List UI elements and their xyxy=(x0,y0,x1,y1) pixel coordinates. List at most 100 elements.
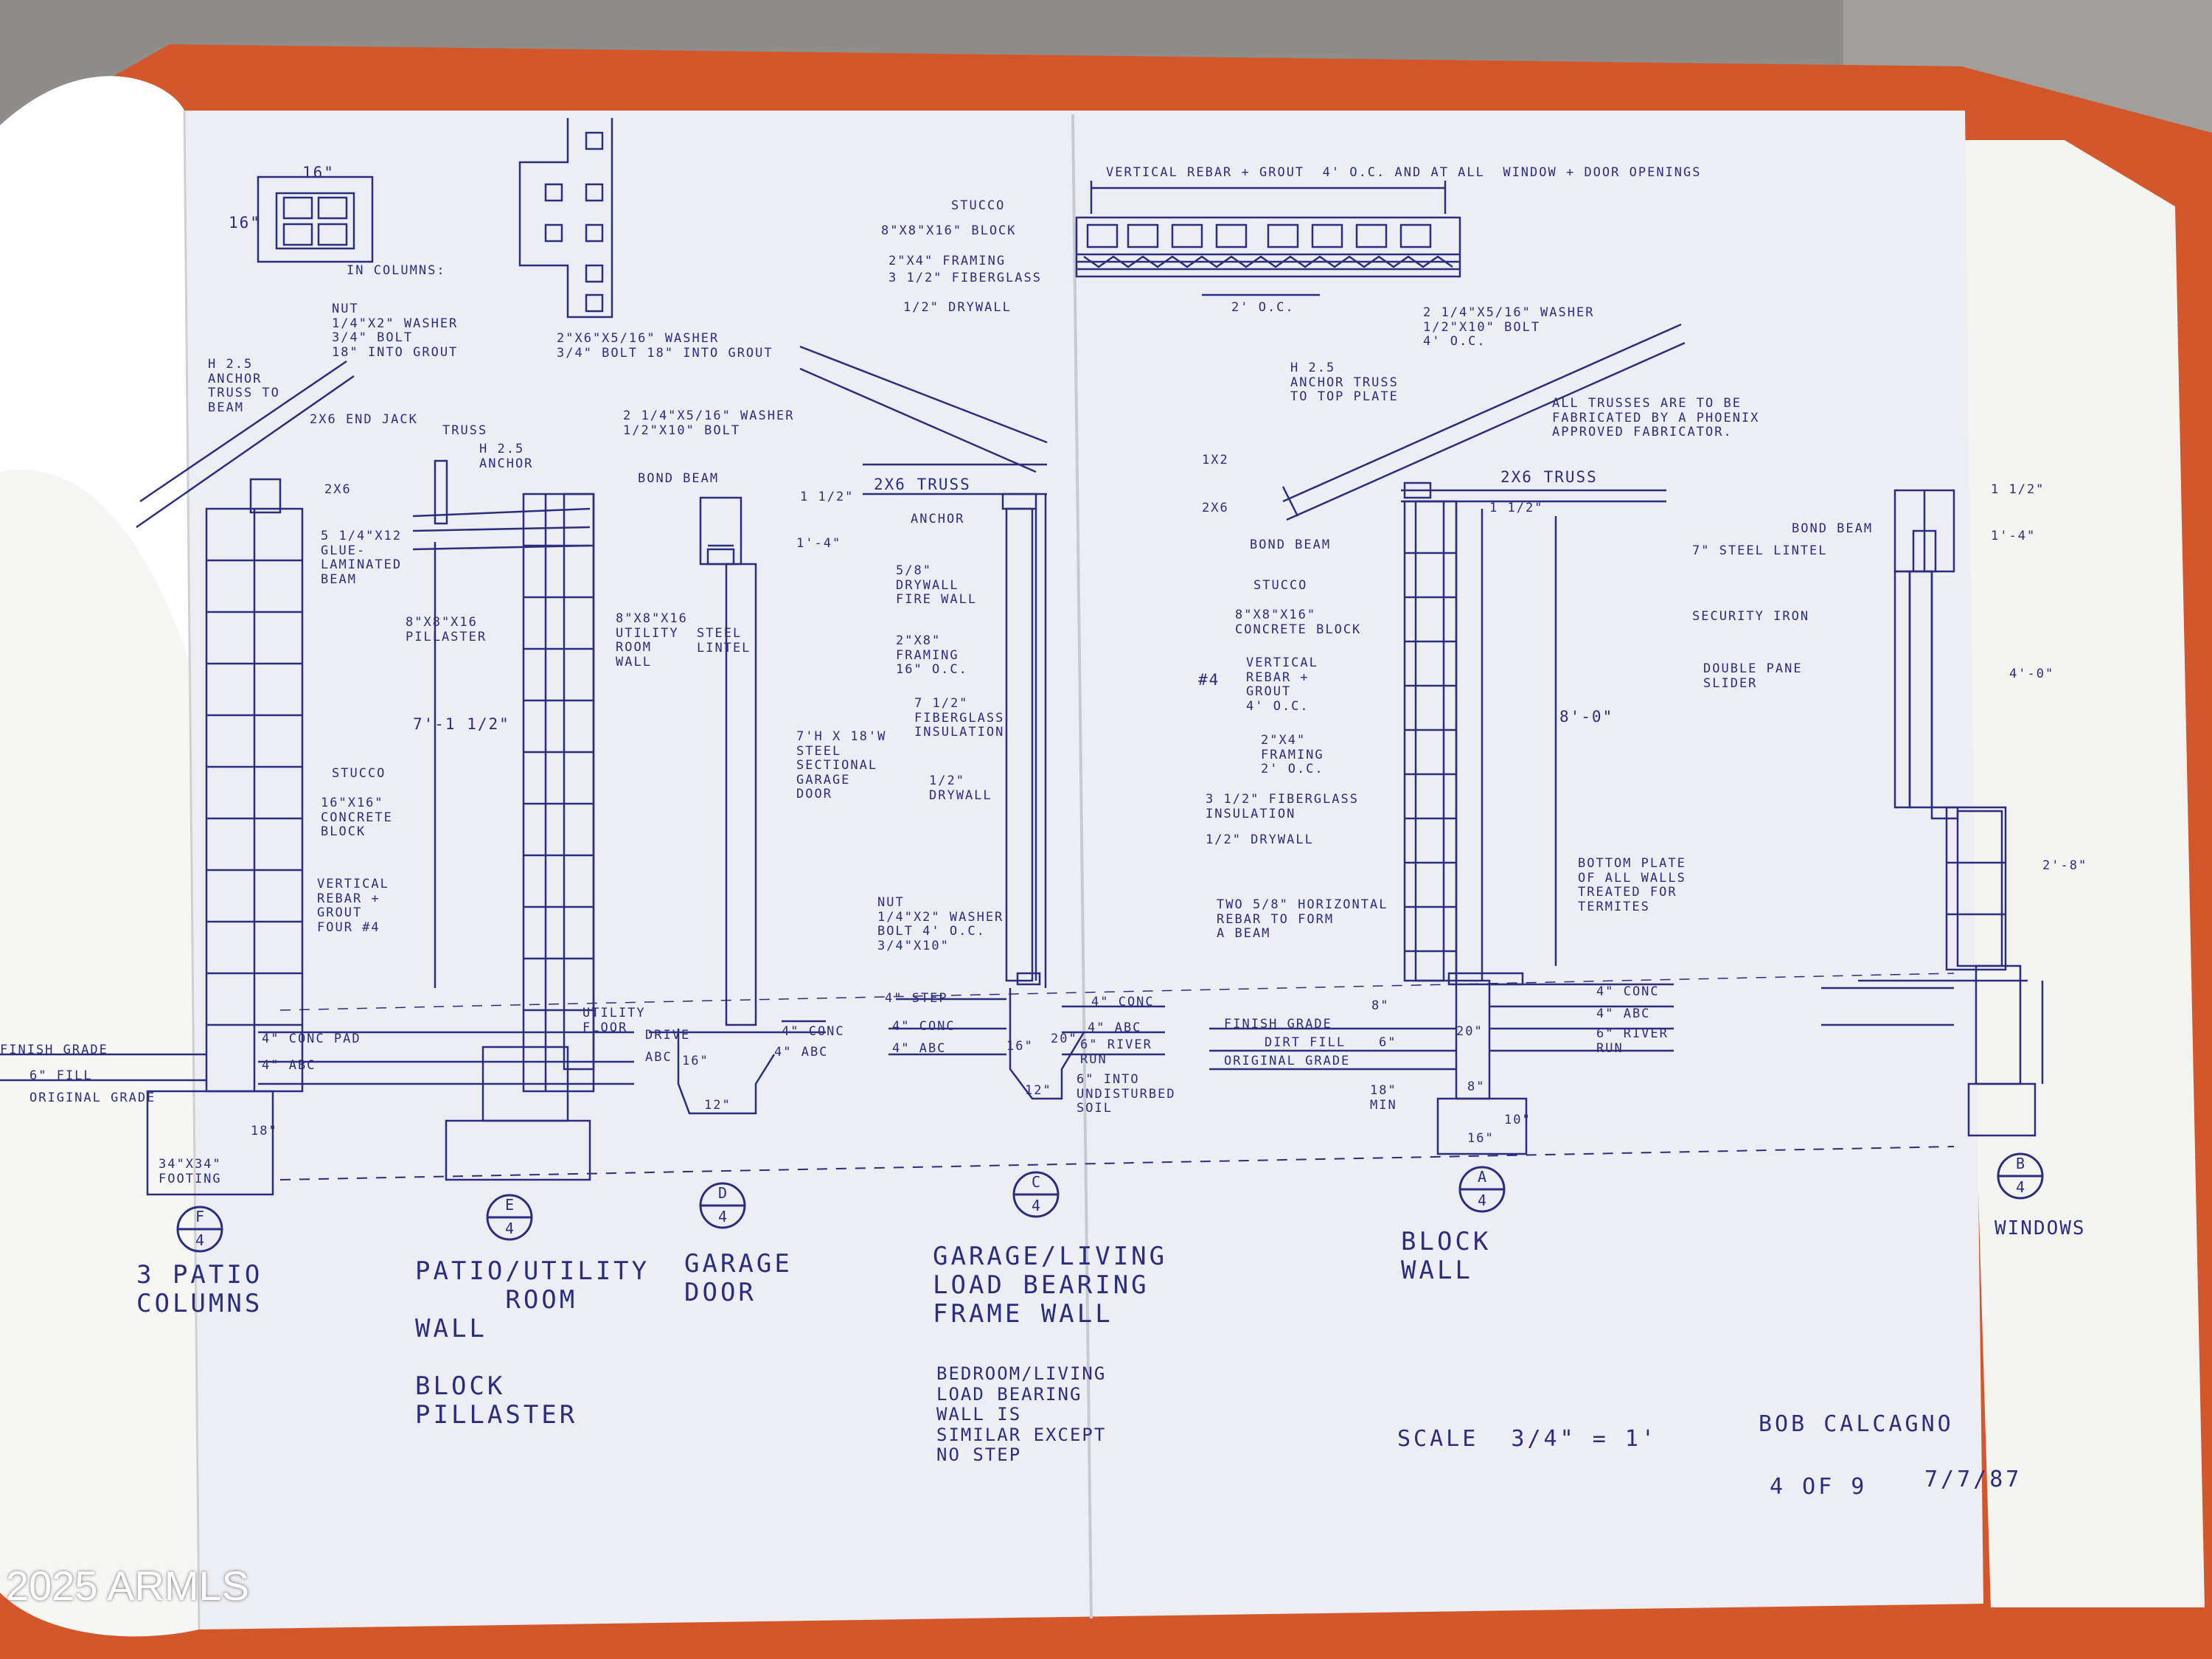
watermark: 2025 ARMLS xyxy=(6,1562,249,1609)
c-dim-16: 16" xyxy=(1006,1039,1034,1054)
d-side-dim: 1'-4" xyxy=(796,536,842,551)
a-insulation-note: 3 1/2" FIBERGLASS INSULATION xyxy=(1206,792,1359,821)
a-dirt-fill: DIRT FILL xyxy=(1265,1035,1346,1050)
e-abc: 4" ABC xyxy=(262,1058,316,1073)
a-rebar2-note: TWO 5/8" HORIZONTAL REBAR TO FORM A BEAM xyxy=(1217,897,1388,942)
wall-plan-layer-1: STUCCO xyxy=(951,198,1006,213)
a-dim-8: 8" xyxy=(1371,998,1390,1013)
a-river-run: 6" RIVER RUN xyxy=(1596,1026,1669,1056)
c-drywall: 1/2" DRYWALL xyxy=(929,773,992,803)
wall-plan-layer-5: 1/2" DRYWALL xyxy=(903,300,1012,315)
e-conc-pad: 4" CONC PAD xyxy=(262,1032,361,1046)
wall-plan-top-note: VERTICAL REBAR + GROUT 4' O.C. AND AT AL… xyxy=(1106,165,1702,180)
a-washer-note: 2 1/4"X5/16" WASHER 1/2"X10" BOLT 4' O.C… xyxy=(1423,305,1595,349)
section-tag-d-sheet: 4 xyxy=(717,1208,728,1225)
section-tag-d-letter: D xyxy=(717,1184,728,1202)
section-tag-e: E 4 xyxy=(484,1192,535,1243)
column-size-label: 16" xyxy=(302,164,335,181)
a-trusses-note: ALL TRUSSES ARE TO BE FABRICATED BY A PH… xyxy=(1552,396,1760,440)
c-step: 4" STEP xyxy=(885,991,948,1006)
a-dim-18: 18" MIN xyxy=(1370,1083,1397,1113)
d-lintel-note: STEEL LINTEL xyxy=(697,626,751,655)
c-abc: 4" ABC xyxy=(892,1041,947,1056)
f-2x6-note: 2X6 xyxy=(324,482,352,497)
section-title-e: PATIO/UTILITY ROOM WALL BLOCK PILLASTER xyxy=(415,1256,650,1430)
section-tag-b-sheet: 4 xyxy=(2015,1178,2025,1196)
d-top-dim: 1 1/2" xyxy=(800,490,855,504)
a-dim-20: 20" xyxy=(1456,1024,1484,1039)
drafter-name: BOB CALCAGNO xyxy=(1759,1411,1954,1437)
a-top-dim: 1 1/2" xyxy=(1489,501,1544,515)
a-abc: 4" ABC xyxy=(1596,1006,1651,1021)
a-1x2: 1X2 xyxy=(1202,453,1229,467)
wall-plan-layer-4: 3 1/2" FIBERGLASS xyxy=(888,271,1042,285)
sheet-date: 7/7/87 xyxy=(1924,1467,2023,1492)
section-tag-b: B 4 xyxy=(1994,1150,2046,1202)
section-title-a: BLOCK WALL xyxy=(1401,1227,1492,1286)
c-soil: 6" INTO UNDISTURBED SOIL xyxy=(1077,1072,1176,1116)
wall-plan-spacing: 2' O.C. xyxy=(1231,300,1295,315)
a-rebar-number: #4 xyxy=(1198,671,1220,689)
c-truss: 2X6 TRUSS xyxy=(874,476,971,493)
f-block-note: 16"X16" CONCRETE BLOCK xyxy=(321,796,393,840)
a-dim-8b: 8" xyxy=(1467,1079,1486,1094)
section-title-c: GARAGE/LIVING LOAD BEARING FRAME WALL xyxy=(933,1242,1168,1329)
a-h25-note: H 2.5 ANCHOR TRUSS TO TOP PLATE xyxy=(1290,361,1399,405)
wall-plan-layer-2: 8"X8"X16" BLOCK xyxy=(881,223,1017,238)
c-anchor: ANCHOR xyxy=(911,512,965,526)
e-pillaster-note: 8"X8"X16 PILLASTER xyxy=(406,615,487,644)
a-framing-note: 2"X4" FRAMING 2' O.C. xyxy=(1261,733,1324,777)
c-insulation: 7 1/2" FIBERGLASS INSULATION xyxy=(914,696,1005,740)
section-tag-f-letter: F xyxy=(195,1208,205,1225)
e-bond-beam: BOND BEAM xyxy=(638,471,720,486)
e-height-dim: 7'-1 1/2" xyxy=(413,715,510,733)
c-nut-note: NUT 1/4"X2" WASHER BOLT 4' O.C. 3/4"X10" xyxy=(877,895,1004,953)
a-bottom-plate-note: BOTTOM PLATE OF ALL WALLS TREATED FOR TE… xyxy=(1578,856,1686,914)
column-size-side-label: 16" xyxy=(229,214,261,232)
e-utility-floor: UTILITY FLOOR xyxy=(582,1006,646,1035)
d-conc: 4" CONC xyxy=(782,1024,845,1039)
d-drive: DRIVE xyxy=(645,1028,691,1043)
d-dim-16: 16" xyxy=(682,1054,709,1068)
f-nut-note: NUT 1/4"X2" WASHER 3/4" BOLT 18" INTO GR… xyxy=(332,302,459,360)
c-framing: 2"X8" FRAMING 16" O.C. xyxy=(896,633,968,678)
f-end-jack-note: 2X6 END JACK xyxy=(310,412,418,427)
a-truss: 2X6 TRUSS xyxy=(1500,468,1598,486)
f-stucco-note: STUCCO xyxy=(332,766,386,781)
e-utility-note: 8"X8"X16 UTILITY ROOM WALL xyxy=(616,611,688,669)
section-tag-d: D 4 xyxy=(697,1180,748,1231)
b-lintel: 7" STEEL LINTEL xyxy=(1692,543,1828,558)
f-h25-note: H 2.5 ANCHOR TRUSS TO BEAM xyxy=(208,357,280,415)
section-c-note: BEDROOM/LIVING LOAD BEARING WALL IS SIMI… xyxy=(936,1363,1107,1466)
f-footing: 34"X34" FOOTING xyxy=(159,1157,222,1186)
c-abc-right: 4" ABC xyxy=(1088,1020,1142,1035)
b-dim-2: 4'-0" xyxy=(2009,667,2055,681)
section-title-b: WINDOWS xyxy=(1994,1217,2086,1239)
a-original-grade: ORIGINAL GRADE xyxy=(1224,1054,1351,1068)
a-rebar-note: VERTICAL REBAR + GROUT 4' O.C. xyxy=(1246,655,1318,714)
a-drywall-note: 1/2" DRYWALL xyxy=(1206,832,1314,847)
sheet-number: 4 OF 9 xyxy=(1770,1474,1868,1500)
in-columns-label: IN COLUMNS: xyxy=(347,263,446,278)
c-dim-20: 20" xyxy=(1051,1032,1078,1046)
b-security-iron: SECURITY IRON xyxy=(1692,609,1810,624)
a-dim-16: 16" xyxy=(1467,1131,1495,1146)
e-washer-note: 2"X6"X5/16" WASHER 3/4" BOLT 18" INTO GR… xyxy=(557,331,773,361)
b-bond-beam: BOND BEAM xyxy=(1792,521,1874,536)
a-finish-grade: FINISH GRADE xyxy=(1224,1017,1332,1032)
scale-label: SCALE 3/4" = 1' xyxy=(1397,1426,1658,1452)
section-tag-f-sheet: 4 xyxy=(195,1231,205,1249)
e-h25-note: H 2.5 ANCHOR xyxy=(479,442,534,471)
d-abc2: 4" ABC xyxy=(774,1045,829,1060)
f-dim-18: 18" xyxy=(251,1124,278,1138)
b-dim-1: 1'-4" xyxy=(1991,529,2037,543)
d-dim-12: 12" xyxy=(704,1098,731,1113)
section-title-f: 3 PATIO COLUMNS xyxy=(136,1260,263,1319)
e-washer2-note: 2 1/4"X5/16" WASHER 1/2"X10" BOLT xyxy=(623,408,795,438)
f-rebar-note: VERTICAL REBAR + GROUT FOUR #4 xyxy=(317,877,389,935)
section-title-d: GARAGE DOOR xyxy=(684,1249,793,1308)
section-tag-e-sheet: 4 xyxy=(504,1220,515,1237)
wall-plan-layer-3: 2"X4" FRAMING xyxy=(888,254,1006,268)
e-truss: TRUSS xyxy=(442,423,488,438)
